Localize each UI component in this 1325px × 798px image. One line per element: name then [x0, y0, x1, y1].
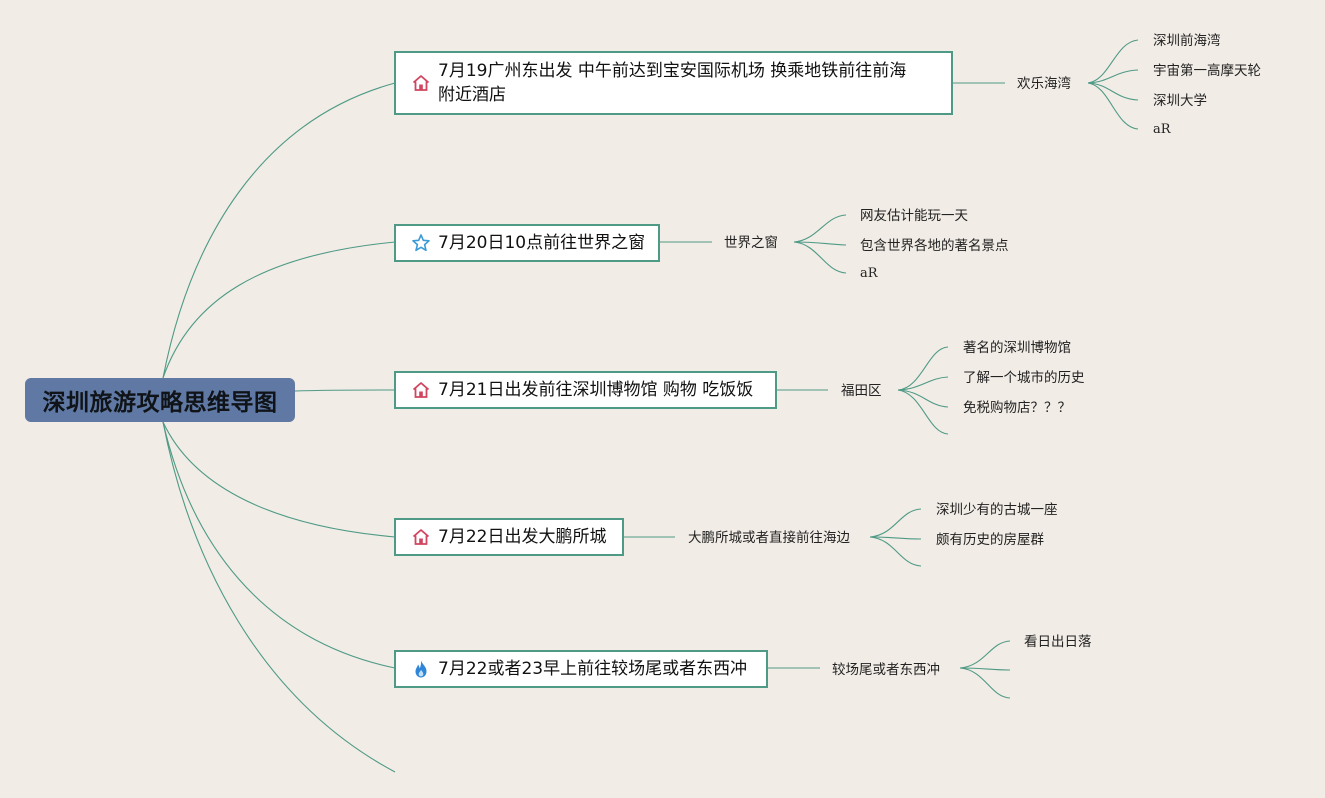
topic-title: 7月20日10点前往世界之窗 — [438, 233, 646, 253]
root-title: 深圳旅游攻略思维导图 — [42, 390, 278, 416]
topic-day-0720[interactable]: 7月20日10点前往世界之窗 — [394, 224, 660, 262]
leaf-item[interactable]: 深圳大学 — [1153, 93, 1207, 109]
leaf-item[interactable]: 深圳少有的古城一座 — [936, 502, 1058, 518]
subtopic-label[interactable]: 世界之窗 — [724, 235, 778, 251]
topic-day-0719[interactable]: 7月19广州东出发 中午前达到宝安国际机场 换乘地铁前往前海 附近酒店 — [394, 51, 953, 115]
topic-day-0722[interactable]: 7月22日出发大鹏所城 — [394, 518, 624, 556]
topic-title: 7月22或者23早上前往较场尾或者东西冲 — [438, 659, 748, 679]
leaf-item[interactable]: 免税购物店？？？ — [963, 400, 1071, 416]
root-topic[interactable]: 深圳旅游攻略思维导图 — [25, 378, 295, 422]
subtopic-label[interactable]: 福田区 — [841, 383, 882, 399]
leaf-item[interactable]: aR — [1153, 122, 1171, 137]
leaf-item[interactable]: 宇宙第一高摩天轮 — [1153, 63, 1261, 79]
fire-icon — [410, 658, 432, 680]
leaf-item[interactable]: 了解一个城市的历史 — [963, 370, 1085, 386]
leaf-item[interactable]: 网友估计能玩一天 — [860, 208, 968, 224]
leaf-item[interactable]: 看日出日落 — [1024, 634, 1092, 650]
house-icon — [410, 72, 432, 94]
topic-day-0721[interactable]: 7月21日出发前往深圳博物馆 购物 吃饭饭 — [394, 371, 777, 409]
topic-title-line2: 附近酒店 — [438, 85, 506, 105]
leaf-item[interactable]: 深圳前海湾 — [1153, 33, 1221, 49]
topic-day-0722-23[interactable]: 7月22或者23早上前往较场尾或者东西冲 — [394, 650, 768, 688]
topic-title-line1: 7月19广州东出发 中午前达到宝安国际机场 换乘地铁前往前海 — [438, 61, 907, 81]
subtopic-label[interactable]: 大鹏所城或者直接前往海边 — [688, 530, 850, 546]
house-icon — [410, 526, 432, 548]
topic-title: 7月21日出发前往深圳博物馆 购物 吃饭饭 — [438, 380, 754, 400]
house-icon — [410, 379, 432, 401]
leaf-item[interactable]: aR — [860, 266, 878, 281]
leaf-item[interactable]: 包含世界各地的著名景点 — [860, 238, 1009, 254]
leaf-item[interactable]: 颇有历史的房屋群 — [936, 532, 1044, 548]
subtopic-label[interactable]: 较场尾或者东西冲 — [832, 662, 940, 678]
topic-title: 7月22日出发大鹏所城 — [438, 527, 607, 547]
star-icon — [410, 232, 432, 254]
leaf-item[interactable]: 著名的深圳博物馆 — [963, 340, 1071, 356]
subtopic-label[interactable]: 欢乐海湾 — [1017, 76, 1071, 92]
